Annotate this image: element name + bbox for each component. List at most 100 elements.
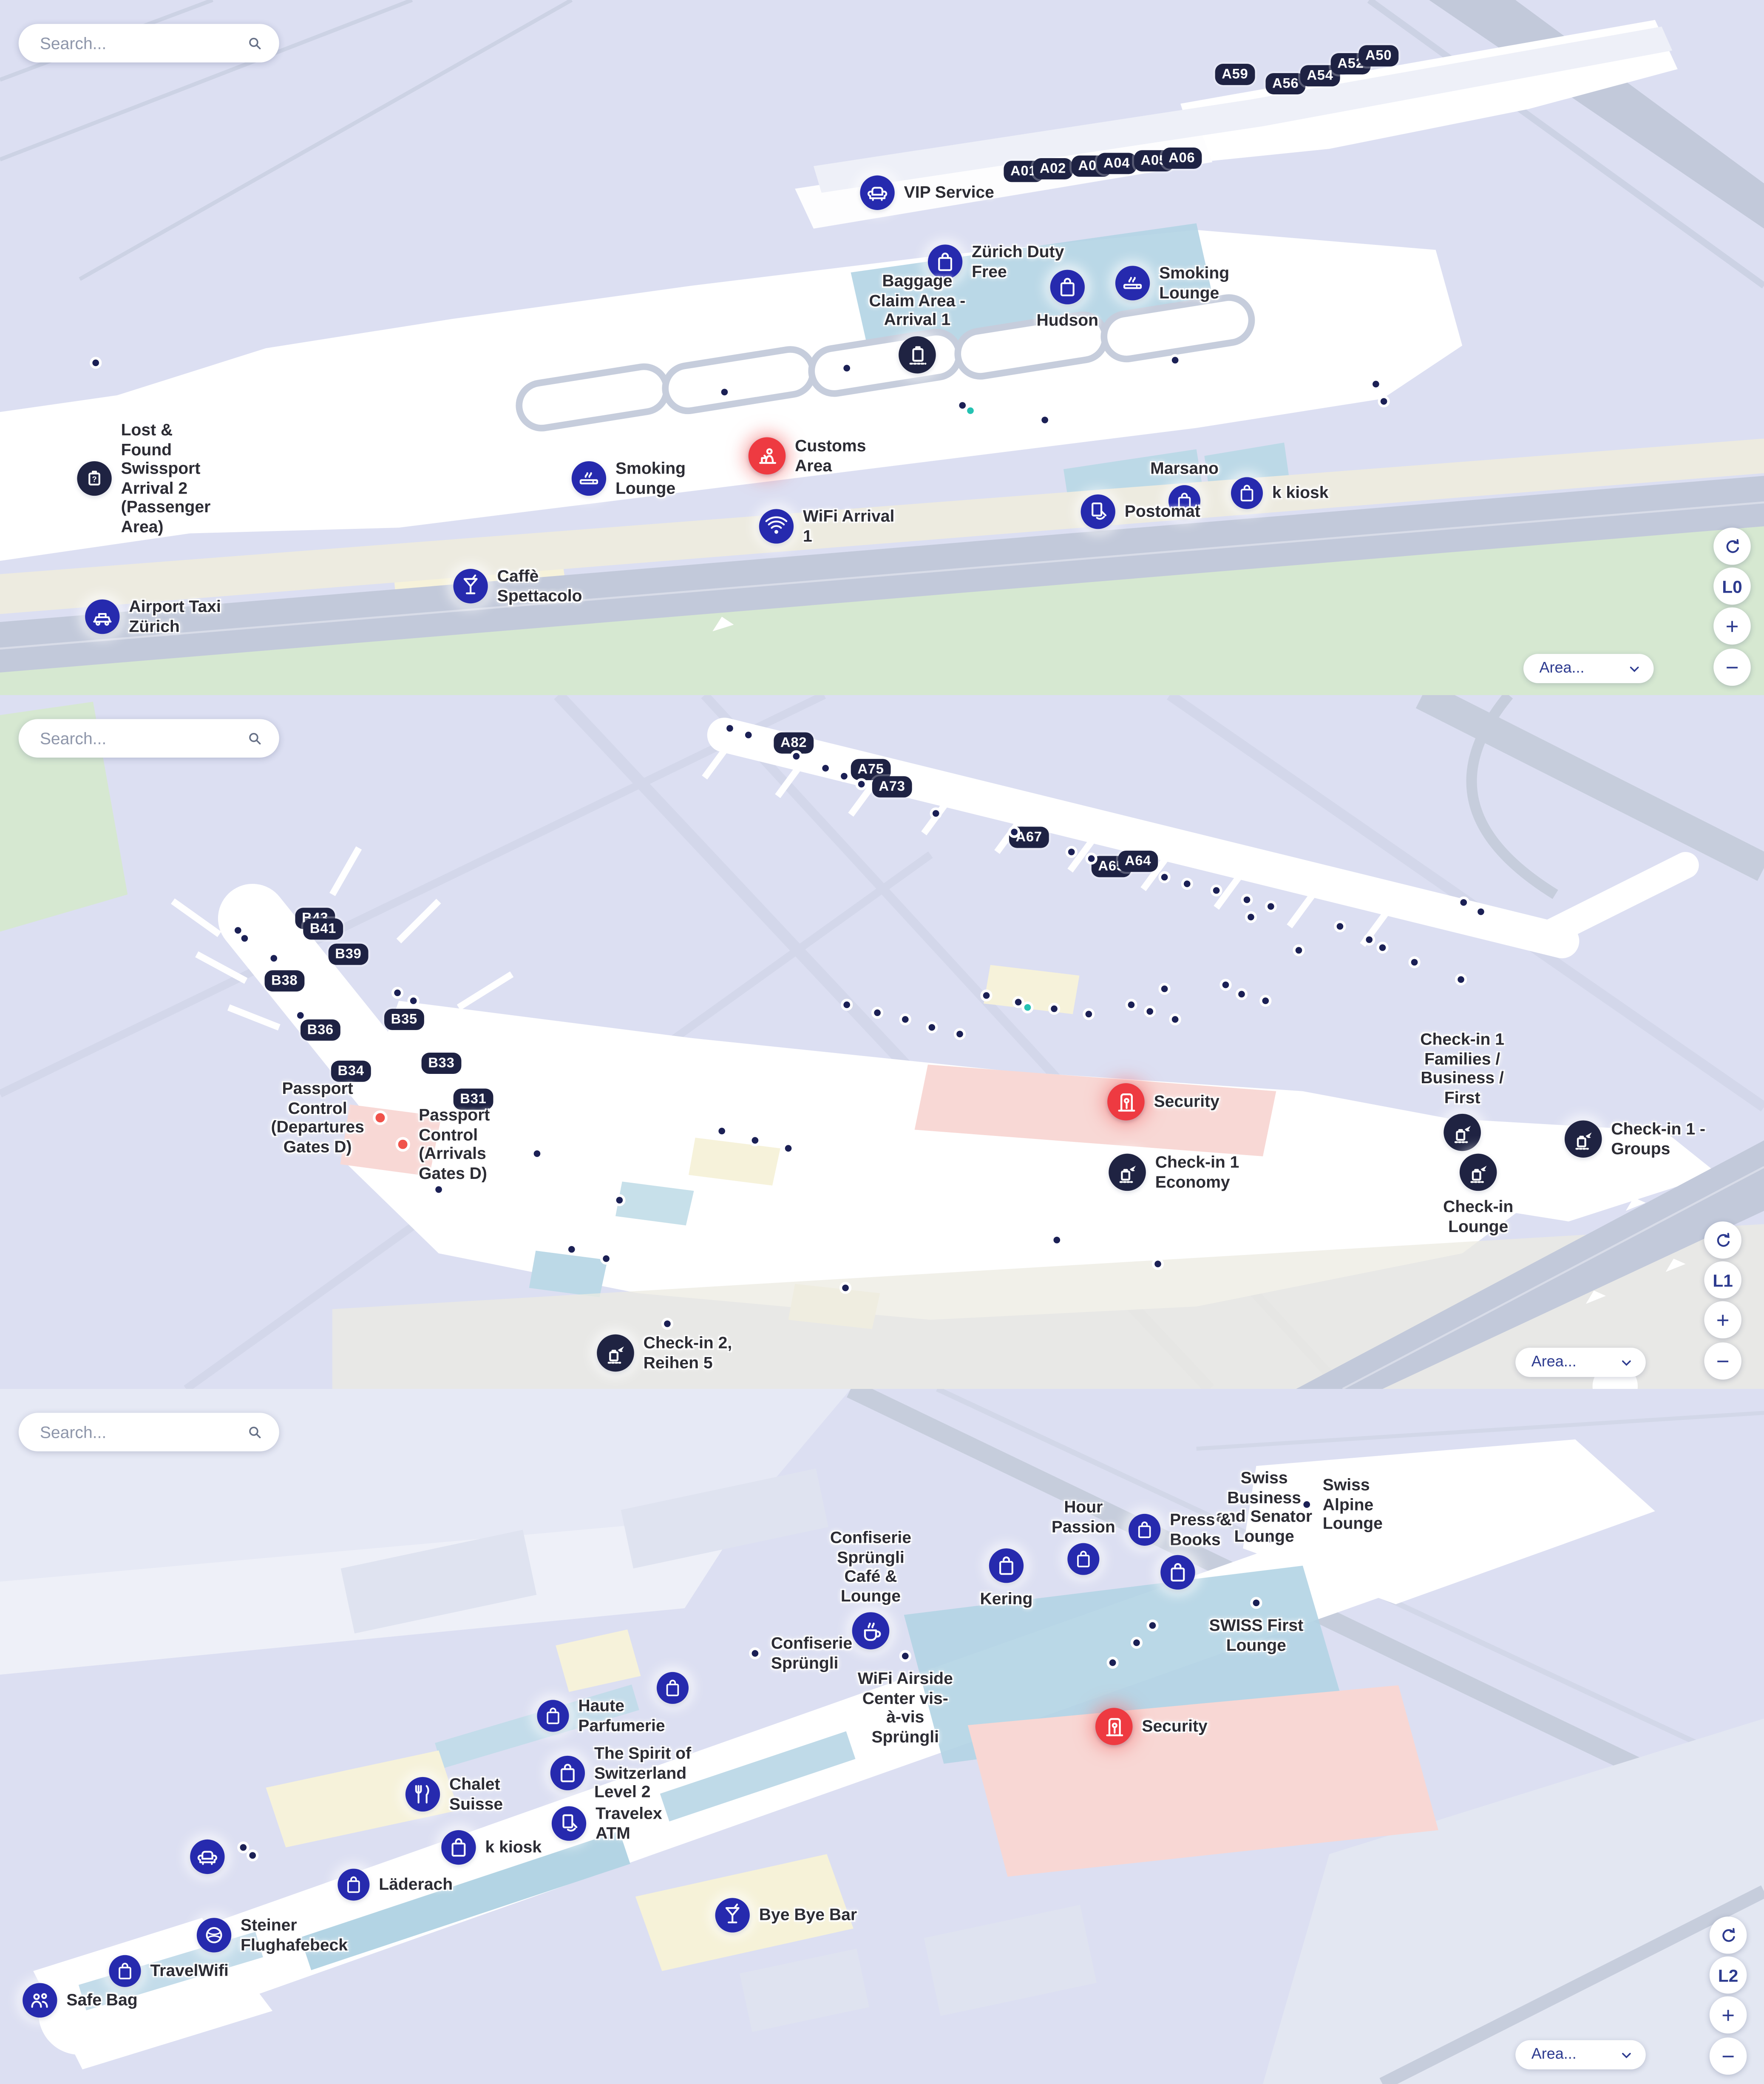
map-dot[interactable] bbox=[1376, 941, 1389, 954]
map-dot[interactable] bbox=[841, 362, 853, 375]
gate-pill-b38[interactable]: B38 bbox=[264, 970, 304, 992]
map-dot[interactable] bbox=[1085, 852, 1098, 865]
poi-marker-security-l2[interactable] bbox=[1095, 1708, 1133, 1745]
gate-pill-a50[interactable]: A50 bbox=[1358, 45, 1398, 67]
zoom-out-button[interactable]: − bbox=[1713, 648, 1751, 686]
map-dot[interactable] bbox=[1146, 1619, 1159, 1632]
map-dot[interactable] bbox=[838, 770, 850, 782]
rotate-button[interactable] bbox=[1713, 528, 1751, 565]
poi-marker-passport-control-departures-d[interactable] bbox=[373, 1110, 388, 1125]
map-canvas-l1[interactable] bbox=[0, 695, 1764, 1389]
map-dot[interactable] bbox=[1293, 944, 1305, 957]
map-dot[interactable] bbox=[90, 357, 102, 369]
map-dot[interactable] bbox=[953, 1028, 966, 1040]
map-dot[interactable] bbox=[1263, 1533, 1276, 1545]
map-dot[interactable] bbox=[871, 1007, 884, 1019]
zoom-in-button[interactable]: + bbox=[1713, 607, 1751, 645]
poi-marker-chalet-suisse[interactable] bbox=[405, 1777, 440, 1812]
map-dot[interactable] bbox=[723, 722, 736, 735]
gate-pill-b41[interactable]: B41 bbox=[303, 918, 343, 940]
poi-marker-customs-area[interactable] bbox=[748, 437, 786, 475]
map-dot[interactable] bbox=[1144, 1005, 1156, 1018]
map-dot[interactable] bbox=[1235, 988, 1248, 1000]
map-dot[interactable] bbox=[899, 1013, 911, 1025]
map-dot[interactable] bbox=[1181, 877, 1193, 890]
poi-marker-press-books[interactable] bbox=[1129, 1513, 1161, 1546]
level-button[interactable]: L2 bbox=[1709, 1956, 1747, 1994]
map-dot[interactable] bbox=[1378, 395, 1390, 408]
map-dot[interactable] bbox=[1245, 911, 1257, 923]
level-button[interactable]: L1 bbox=[1704, 1261, 1741, 1299]
poi-marker-checkin-lounge[interactable] bbox=[1459, 1153, 1497, 1191]
map-dot[interactable] bbox=[1363, 934, 1375, 946]
map-dot[interactable] bbox=[1048, 1002, 1061, 1015]
map-dot[interactable] bbox=[820, 762, 832, 775]
poi-marker-zurich-duty-free[interactable] bbox=[927, 244, 963, 279]
map-canvas-l2[interactable] bbox=[0, 1388, 1764, 2084]
map-dot[interactable] bbox=[1021, 1001, 1034, 1014]
map-dot[interactable] bbox=[855, 778, 868, 790]
map-dot[interactable] bbox=[749, 1134, 761, 1147]
poi-marker-kering[interactable] bbox=[989, 1548, 1024, 1583]
map-dot[interactable] bbox=[790, 750, 803, 762]
map-dot[interactable] bbox=[613, 1194, 626, 1207]
map-dot[interactable] bbox=[1169, 354, 1181, 366]
area-dropdown[interactable]: Area... bbox=[1515, 2040, 1646, 2070]
map-dot[interactable] bbox=[1370, 378, 1382, 390]
poi-marker-shop-unnamed-2[interactable] bbox=[656, 1672, 689, 1704]
poi-marker-marsano[interactable] bbox=[1168, 485, 1201, 517]
gate-pill-a56[interactable]: A56 bbox=[1265, 73, 1305, 94]
poi-marker-travelwifi[interactable] bbox=[109, 1955, 141, 1987]
gate-pill-b33[interactable]: B33 bbox=[421, 1053, 462, 1074]
gate-pill-a02[interactable]: A02 bbox=[1033, 158, 1073, 180]
map-dot[interactable] bbox=[1455, 974, 1467, 986]
map-dot[interactable] bbox=[1151, 1258, 1164, 1270]
poi-marker-hudson[interactable] bbox=[1050, 270, 1085, 304]
poi-marker-hour-passion[interactable] bbox=[1067, 1543, 1100, 1575]
gate-pill-b39[interactable]: B39 bbox=[328, 943, 369, 965]
poi-marker-spirit-of-switzerland-level-2[interactable] bbox=[550, 1755, 585, 1791]
map-dot[interactable] bbox=[718, 386, 731, 398]
map-dot[interactable] bbox=[391, 987, 404, 999]
level-button[interactable]: L0 bbox=[1713, 567, 1751, 605]
poi-marker-checkin-1-groups[interactable] bbox=[1564, 1120, 1602, 1158]
map-dot[interactable] bbox=[1012, 996, 1024, 1008]
poi-marker-security-l1[interactable] bbox=[1107, 1083, 1145, 1121]
map-dot[interactable] bbox=[1130, 1637, 1143, 1649]
map-dot[interactable] bbox=[782, 1142, 794, 1155]
map-dot[interactable] bbox=[1265, 900, 1277, 913]
map-dot[interactable] bbox=[1083, 1008, 1095, 1020]
gate-pill-b34[interactable]: B34 bbox=[331, 1060, 371, 1082]
poi-marker-steiner-flughafebeck[interactable] bbox=[196, 1918, 232, 1953]
map-dot[interactable] bbox=[238, 932, 251, 945]
gate-pill-a64[interactable]: A64 bbox=[1118, 850, 1158, 872]
poi-marker-vip-service[interactable] bbox=[860, 175, 895, 210]
poi-marker-smoking-lounge-arrival[interactable] bbox=[1115, 266, 1150, 301]
poi-marker-smoking-lounge-landside[interactable] bbox=[571, 461, 607, 496]
map-dot[interactable] bbox=[964, 404, 977, 417]
map-dot[interactable] bbox=[268, 952, 280, 965]
gate-pill-a59[interactable]: A59 bbox=[1215, 64, 1255, 85]
poi-marker-bye-bye-bar[interactable] bbox=[715, 1898, 750, 1933]
map-canvas-l0[interactable] bbox=[0, 0, 1764, 696]
map-dot[interactable] bbox=[531, 1147, 543, 1160]
map-dot[interactable] bbox=[1169, 1013, 1181, 1025]
gate-pill-b35[interactable]: B35 bbox=[384, 1008, 424, 1030]
poi-marker-wifi-airside-center[interactable] bbox=[899, 1650, 911, 1662]
map-dot[interactable] bbox=[1125, 999, 1137, 1011]
poi-marker-checkin-1-economy[interactable] bbox=[1109, 1153, 1146, 1191]
poi-marker-haute-parfumerie[interactable] bbox=[537, 1700, 569, 1732]
map-dot[interactable] bbox=[1158, 871, 1171, 883]
poi-marker-lost-found-swissport[interactable]: ? bbox=[77, 461, 112, 496]
map-dot[interactable] bbox=[1408, 956, 1421, 968]
map-dot[interactable] bbox=[841, 999, 853, 1011]
rotate-button[interactable] bbox=[1704, 1221, 1741, 1259]
gate-pill-a73[interactable]: A73 bbox=[872, 776, 912, 798]
poi-marker-postomat[interactable] bbox=[1081, 494, 1115, 529]
search-bar[interactable]: Search... bbox=[18, 1413, 279, 1451]
map-dot[interactable] bbox=[1475, 906, 1487, 918]
poi-marker-k-kiosk-l2[interactable] bbox=[441, 1830, 476, 1865]
map-dot[interactable] bbox=[930, 807, 942, 820]
map-dot[interactable] bbox=[1259, 995, 1272, 1007]
gate-pill-b36[interactable]: B36 bbox=[300, 1019, 340, 1041]
